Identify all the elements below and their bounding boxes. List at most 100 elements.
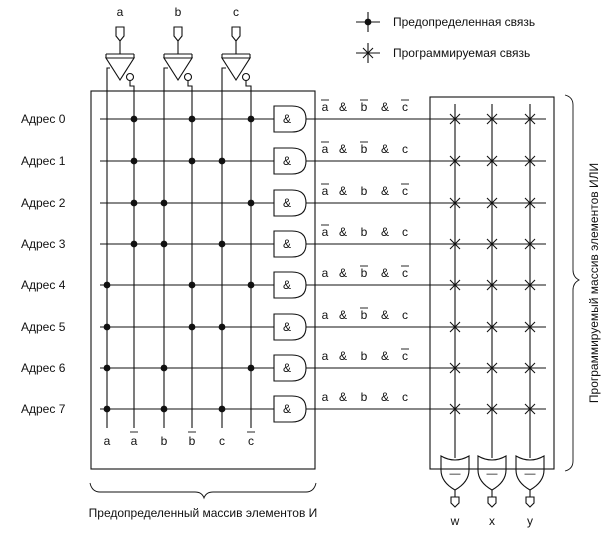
product-term-var: b bbox=[361, 390, 368, 404]
programmable-connection bbox=[486, 279, 498, 291]
product-term-var: c bbox=[402, 100, 408, 114]
output-label-y: y bbox=[527, 514, 533, 528]
product-term-and: & bbox=[381, 184, 389, 198]
product-term-and: & bbox=[339, 142, 347, 156]
or-gate-w: —w bbox=[440, 455, 470, 528]
programmable-connection bbox=[486, 155, 498, 167]
and-array-label: Предопределенный массив элементов И bbox=[89, 506, 318, 520]
programmable-connection bbox=[524, 113, 536, 125]
input-label-c: c bbox=[233, 5, 239, 19]
fixed-connection bbox=[160, 240, 168, 248]
output-label-w: w bbox=[450, 514, 460, 528]
or-gate-x: —x bbox=[477, 455, 507, 528]
fixed-connection bbox=[103, 323, 111, 331]
fixed-connection bbox=[218, 323, 226, 331]
input-buffer-b: b bbox=[162, 5, 194, 91]
programmable-connection bbox=[449, 238, 461, 250]
product-term-and: & bbox=[339, 100, 347, 114]
and-gate: & bbox=[273, 271, 307, 299]
fixed-connection bbox=[130, 157, 138, 165]
product-term-and: & bbox=[339, 266, 347, 280]
programmable-connection bbox=[449, 403, 461, 415]
programmable-connection bbox=[449, 197, 461, 209]
fixed-connection bbox=[247, 115, 255, 123]
and-gate-symbol: & bbox=[283, 154, 291, 168]
and-gate-symbol: & bbox=[283, 278, 291, 292]
product-term-var: c bbox=[402, 142, 408, 156]
address-label: Адрес 1 bbox=[21, 154, 66, 168]
or-gate-y: —y bbox=[515, 455, 545, 528]
input-buffer-a: a bbox=[104, 5, 136, 91]
or-array-label: Программируемый массив элементов ИЛИ bbox=[587, 163, 601, 403]
product-term-var: c bbox=[402, 184, 408, 198]
and-array-grid bbox=[100, 91, 546, 428]
fixed-connection bbox=[130, 240, 138, 248]
programmable-connection bbox=[524, 403, 536, 415]
or-array-brace bbox=[564, 94, 581, 472]
product-term-and: & bbox=[381, 225, 389, 239]
programmable-connection bbox=[486, 197, 498, 209]
product-term-var: b bbox=[361, 184, 368, 198]
product-term-var: c bbox=[402, 266, 408, 280]
programmable-connection bbox=[449, 362, 461, 374]
product-term-var: a bbox=[322, 142, 329, 156]
address-label: Адрес 2 bbox=[21, 196, 66, 210]
product-term-var: b bbox=[361, 349, 368, 363]
product-term-var: a bbox=[322, 225, 329, 239]
fixed-connection bbox=[130, 115, 138, 123]
product-term-var: a bbox=[322, 266, 329, 280]
product-term-var: b bbox=[361, 225, 368, 239]
input-buffer-c: c bbox=[220, 5, 252, 91]
and-gate-symbol: & bbox=[283, 320, 291, 334]
programmable-connection bbox=[524, 155, 536, 167]
product-term-var: a bbox=[322, 100, 329, 114]
fixed-connection bbox=[247, 199, 255, 207]
fixed-connection bbox=[103, 405, 111, 413]
address-label: Адрес 6 bbox=[21, 361, 66, 375]
programmable-connection bbox=[524, 362, 536, 374]
and-array-box bbox=[90, 90, 316, 470]
product-term-var: a bbox=[322, 390, 329, 404]
column-label: c bbox=[248, 434, 254, 448]
column-label: a bbox=[131, 434, 138, 448]
product-term-var: c bbox=[402, 225, 408, 239]
fixed-connection bbox=[218, 240, 226, 248]
legend-fixed-symbol bbox=[356, 12, 380, 32]
product-term-and: & bbox=[381, 349, 389, 363]
column-label: c bbox=[219, 434, 225, 448]
column-label: a bbox=[104, 434, 111, 448]
and-gate: & bbox=[273, 189, 307, 217]
fixed-connection bbox=[160, 199, 168, 207]
or-array-grid: —w—x—y bbox=[440, 104, 545, 528]
programmable-connection bbox=[486, 403, 498, 415]
input-label-b: b bbox=[175, 5, 182, 19]
and-array-brace bbox=[89, 482, 317, 500]
or-gate-symbol: — bbox=[525, 468, 536, 480]
programmable-connection bbox=[524, 238, 536, 250]
legend-fixed-label: Предопределенная связь bbox=[393, 15, 535, 29]
product-term-and: & bbox=[339, 349, 347, 363]
product-term-var: a bbox=[322, 184, 329, 198]
fixed-connection bbox=[160, 364, 168, 372]
column-label: b bbox=[189, 434, 196, 448]
and-gate-symbol: & bbox=[283, 237, 291, 251]
and-gate: & bbox=[273, 395, 307, 423]
fixed-connection bbox=[218, 405, 226, 413]
product-term-and: & bbox=[381, 142, 389, 156]
product-term-and: & bbox=[381, 100, 389, 114]
or-gate-symbol: — bbox=[450, 468, 461, 480]
product-term-var: a bbox=[322, 308, 329, 322]
product-term-var: b bbox=[361, 308, 368, 322]
and-gate: & bbox=[273, 230, 307, 258]
product-term-and: & bbox=[339, 225, 347, 239]
and-gate: & bbox=[273, 313, 307, 341]
fixed-connection bbox=[247, 281, 255, 289]
